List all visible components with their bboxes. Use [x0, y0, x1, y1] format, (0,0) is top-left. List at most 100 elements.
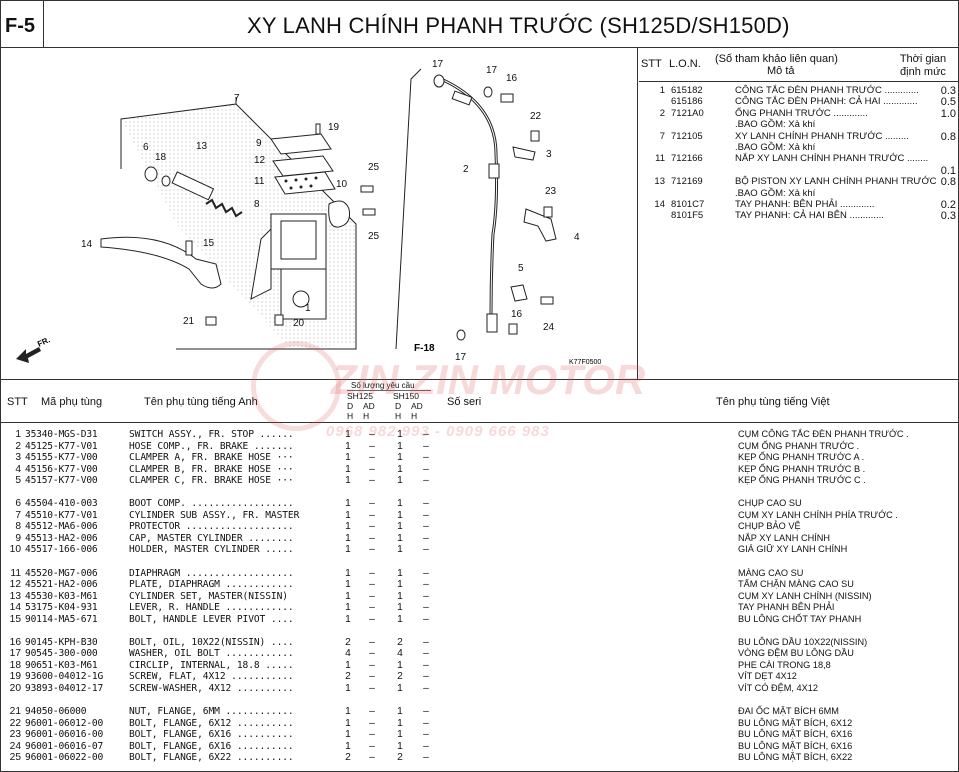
ref-header-divider: [639, 81, 958, 82]
row-name-en: BOLT, FLANGE, 6X16 ..........: [129, 729, 294, 741]
row-name-vn: TẤM CHẶN MÀNG CAO SU: [738, 579, 854, 590]
row-stt: 4: [15, 463, 21, 475]
row-part-no: 45520-MG7-006: [25, 567, 98, 579]
row-qty-sh125-d: 1: [345, 544, 351, 556]
ref-row: .BAO GỒM: Xả khí: [639, 188, 958, 200]
section-code: F-5: [5, 15, 35, 37]
row-qty-sh150-d: 1: [397, 532, 403, 544]
f18-label: F-18: [414, 343, 435, 354]
row-stt: 16: [9, 636, 21, 648]
callout-12: 12: [254, 155, 266, 166]
row-name-en: CYLINDER SUB ASSY., FR. MASTER: [129, 509, 300, 521]
row-part-no: 90545-300-000: [25, 648, 98, 660]
ref-row-code: 712169: [671, 176, 703, 188]
page-title: XY LANH CHÍNH PHANH TRƯỚC (SH125D/SH150D…: [247, 13, 790, 38]
row-qty-sh150-d: 1: [397, 463, 403, 475]
row-name-vn: BU LÔNG DẦU 10X22(NISSIN): [738, 636, 868, 647]
parts-table-header: STT Mã phụ tùng Tên phụ tùng tiếng Anh S…: [1, 381, 958, 421]
callout-8: 8: [254, 199, 260, 210]
ref-row: 0.1: [639, 165, 958, 177]
row-stt: 6: [15, 498, 21, 510]
row-qty-sh125-d: 1: [345, 579, 351, 591]
row-name-vn: BU LÔNG MẶT BÍCH, 6X16: [738, 729, 853, 740]
row-name-en: CLAMPER A, FR. BRAKE HOSE ···: [129, 452, 294, 464]
ref-row-code: 615186: [671, 96, 703, 108]
callout-4: 4: [574, 232, 580, 243]
callout-18: 18: [155, 152, 167, 163]
row-qty-sh125-ad: –: [369, 729, 375, 741]
row-qty-sh150-d: 1: [397, 475, 403, 487]
row-qty-sh125-ad: –: [369, 636, 375, 648]
ref-row-time: 0.5: [940, 96, 956, 109]
ref-row-code: 8101F5: [671, 210, 704, 222]
row-part-no: 90145-KPH-B30: [25, 636, 98, 648]
row-qty-sh150-ad: –: [423, 521, 429, 533]
row-part-no: 45125-K77-V01: [25, 440, 98, 452]
row-qty-sh125-ad: –: [369, 648, 375, 660]
row-qty-sh125-d: 1: [345, 475, 351, 487]
callout-6: 6: [143, 142, 149, 153]
row-qty-sh125-ad: –: [369, 717, 375, 729]
fr-label: FR.: [36, 335, 51, 349]
row-qty-sh150-ad: –: [423, 475, 429, 487]
row-name-vn: BU LÔNG MẶT BÍCH, 6X16: [738, 740, 853, 751]
row-qty-sh125-d: 1: [345, 498, 351, 510]
row-name-vn: KẸP ỐNG PHANH TRƯỚC B .: [738, 463, 866, 474]
ref-row-code: 712166: [671, 153, 703, 165]
row-qty-sh125-d: 1: [345, 440, 351, 452]
ref-row-time: 0.3: [940, 210, 956, 223]
ref-row-desc: TAY PHANH: CẢ HAI BÊN .............: [735, 210, 884, 222]
row-part-no: 45521-HA2-006: [25, 579, 98, 591]
callout-7: 7: [234, 93, 240, 104]
row-qty-sh150-ad: –: [423, 602, 429, 614]
ref-header-stt: STT: [641, 58, 662, 70]
diagram-ref-code: K77F0500: [569, 359, 601, 366]
callout-25b: 25: [368, 231, 380, 242]
callout-17c: 17: [455, 352, 467, 363]
row-name-vn: KẸP ỐNG PHANH TRƯỚC A .: [738, 452, 865, 463]
row-name-en: CAP, MASTER CYLINDER ........: [129, 532, 294, 544]
row-part-no: 45156-K77-V00: [25, 463, 98, 475]
row-qty-sh150-ad: –: [423, 544, 429, 556]
row-qty-sh125-d: 1: [345, 717, 351, 729]
ref-row: 8101F5 TAY PHANH: CẢ HAI BÊN ............…: [639, 210, 958, 222]
row-stt: 14: [9, 602, 21, 614]
callout-16b: 16: [511, 309, 523, 320]
ref-row-desc: .BAO GỒM: Xả khí: [735, 142, 816, 153]
row-part-no: 45157-K77-V00: [25, 475, 98, 487]
row-qty-sh125-ad: –: [369, 590, 375, 602]
col-qty-title: Số lượng yêu cầu: [351, 381, 415, 390]
row-name-en: DIAPHRAGM ...................: [129, 567, 294, 579]
ref-row-code: 615182: [671, 85, 703, 96]
row-name-vn: CỤM CÔNG TẮC ĐÈN PHANH TRƯỚC .: [738, 429, 909, 439]
row-qty-sh125-ad: –: [369, 567, 375, 579]
row-part-no: 96001-06016-07: [25, 740, 104, 752]
row-stt: 19: [9, 671, 21, 683]
row-qty-sh150-ad: –: [423, 659, 429, 671]
row-stt: 17: [9, 648, 21, 660]
row-qty-sh150-ad: –: [423, 567, 429, 579]
row-qty-sh125-ad: –: [369, 740, 375, 752]
row-qty-sh150-ad: –: [423, 752, 429, 764]
row-stt: 21: [9, 706, 21, 717]
row-qty-sh125-ad: –: [369, 509, 375, 521]
col-name-vn: Tên phụ tùng tiếng Việt: [716, 396, 830, 408]
row-name-en: SWITCH ASSY., FR. STOP ......: [129, 429, 294, 440]
row-qty-sh125-d: 2: [345, 636, 351, 648]
row-qty-sh125-ad: –: [369, 498, 375, 510]
row-qty-sh150-d: 1: [397, 590, 403, 602]
row-name-en: BOOT COMP. ..................: [129, 498, 294, 510]
ref-row-code: 712105: [671, 130, 703, 142]
row-qty-sh150-d: 1: [397, 567, 403, 579]
row-qty-sh125-d: 1: [345, 521, 351, 533]
